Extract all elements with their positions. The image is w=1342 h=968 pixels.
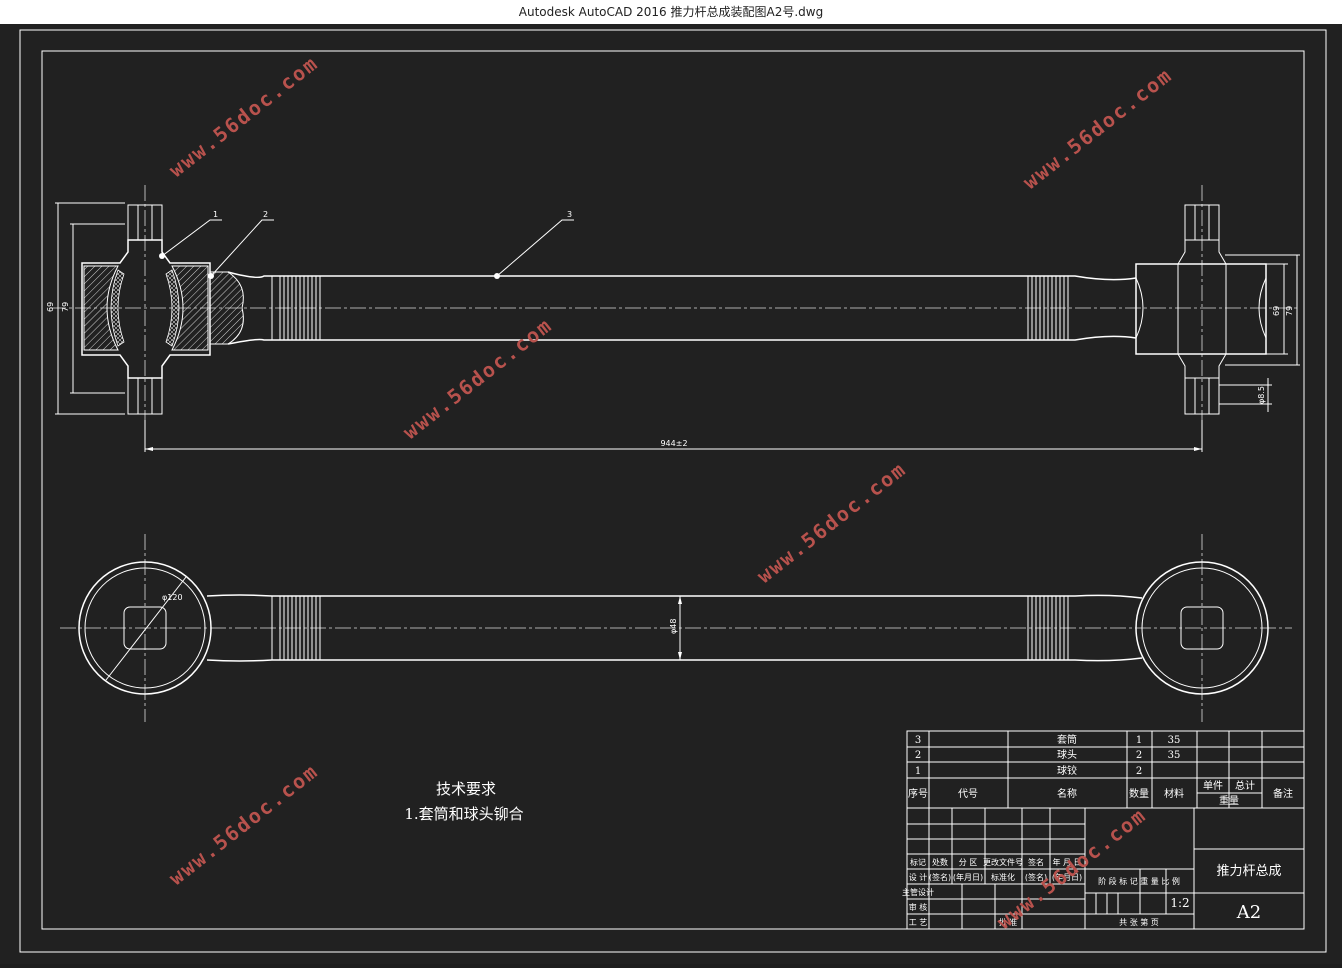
svg-text:分 区: 分 区 — [959, 858, 978, 867]
svg-text:www.56doc.com: www.56doc.com — [1018, 63, 1177, 194]
svg-text:重量: 重量 — [1219, 794, 1239, 807]
svg-text:(签名): (签名) — [929, 872, 951, 882]
svg-text:序号: 序号 — [908, 787, 928, 800]
svg-text:代号: 代号 — [958, 788, 978, 800]
svg-text:更改文件号: 更改文件号 — [983, 857, 1023, 867]
drawing-canvas[interactable]: 69 79 — [0, 24, 1342, 964]
svg-text:阶 段 标 记 重 量 比 例: 阶 段 标 记 重 量 比 例 — [1098, 876, 1180, 886]
technical-requirements: 技术要求 1.套筒和球头铆合 — [404, 780, 523, 823]
svg-text:(签名): (签名) — [1025, 872, 1047, 882]
dim-right-outer: 79 — [1285, 306, 1294, 316]
cad-drawing: 69 79 — [19, 29, 1327, 953]
svg-text:球头: 球头 — [1057, 748, 1077, 761]
svg-text:www.56doc.com: www.56doc.com — [164, 759, 323, 890]
callout-2: 2 — [263, 210, 268, 219]
svg-text:工 艺: 工 艺 — [909, 918, 928, 927]
svg-text:www.56doc.com: www.56doc.com — [398, 313, 557, 444]
svg-text:2: 2 — [915, 750, 921, 761]
svg-text:球铰: 球铰 — [1057, 764, 1077, 777]
svg-text:数量: 数量 — [1129, 787, 1149, 800]
svg-text:标记: 标记 — [910, 857, 926, 867]
inner-border — [41, 50, 1305, 930]
svg-text:1: 1 — [1136, 735, 1142, 746]
callout-1: 1 — [213, 210, 218, 219]
outer-border — [19, 29, 1327, 953]
svg-text:单件: 单件 — [1203, 780, 1223, 792]
parts-list: 3 套筒 1 35 2 球头 2 35 1 球铰 2 序号 代号 名称 数量 材… — [906, 730, 1305, 930]
dim-right-inner: 69 — [1272, 306, 1281, 316]
svg-text:2: 2 — [1136, 766, 1142, 777]
svg-text:共 张 第 页: 共 张 第 页 — [1119, 917, 1159, 927]
svg-text:1: 1 — [915, 766, 921, 777]
svg-text:审 核: 审 核 — [909, 902, 928, 912]
svg-text:总计: 总计 — [1235, 779, 1255, 792]
window-title-bar: Autodesk AutoCAD 2016 推力杆总成装配图A2号.dwg — [0, 0, 1342, 24]
svg-text:35: 35 — [1168, 735, 1181, 746]
svg-text:(年月日): (年月日) — [1052, 872, 1082, 882]
title-block: 标记 处数 分 区 更改文件号 签名 年 月 日 设 计 (签名) (年月日) … — [902, 808, 1304, 929]
callout-3: 3 — [567, 210, 572, 219]
svg-text:35: 35 — [1168, 750, 1181, 761]
watermarks: www.56doc.com www.56doc.com www.56doc.co… — [164, 51, 1177, 934]
sheet-size: A2 — [1236, 902, 1261, 923]
svg-text:备注: 备注 — [1273, 787, 1293, 800]
dim-left-inner: 79 — [61, 302, 70, 312]
svg-text:2: 2 — [1136, 750, 1142, 761]
svg-text:www.56doc.com: www.56doc.com — [164, 51, 323, 182]
top-view: φ120 φ48 — [60, 534, 1292, 722]
dim-overall-length: 944±2 — [660, 439, 687, 448]
svg-text:www.56doc.com: www.56doc.com — [752, 457, 911, 588]
dim-small: φ8.5 — [1257, 386, 1266, 404]
dim-circle: φ120 — [162, 593, 183, 602]
svg-text:签名: 签名 — [1028, 857, 1044, 867]
svg-text:套筒: 套筒 — [1057, 733, 1077, 746]
front-view: 69 79 — [46, 185, 1300, 452]
svg-text:主管设计: 主管设计 — [902, 887, 934, 897]
window-title: Autodesk AutoCAD 2016 推力杆总成装配图A2号.dwg — [518, 5, 824, 19]
scale-value: 1:2 — [1170, 896, 1189, 910]
svg-text:标准化: 标准化 — [991, 872, 1015, 882]
svg-text:批 准: 批 准 — [999, 917, 1018, 927]
svg-text:设 计: 设 计 — [909, 872, 928, 882]
svg-text:年 月 日: 年 月 日 — [1052, 857, 1081, 867]
svg-text:处数: 处数 — [932, 857, 948, 867]
tech-req-line1: 1.套筒和球头铆合 — [404, 805, 523, 823]
dim-left-outer: 69 — [46, 302, 55, 312]
dim-tube: φ48 — [669, 619, 678, 634]
drawing-name: 推力杆总成 — [1216, 864, 1281, 879]
svg-text:(年月日): (年月日) — [953, 872, 983, 882]
svg-text:材料: 材料 — [1164, 787, 1184, 800]
svg-text:名称: 名称 — [1057, 787, 1077, 800]
tech-req-title: 技术要求 — [436, 780, 496, 798]
svg-text:3: 3 — [915, 735, 921, 746]
